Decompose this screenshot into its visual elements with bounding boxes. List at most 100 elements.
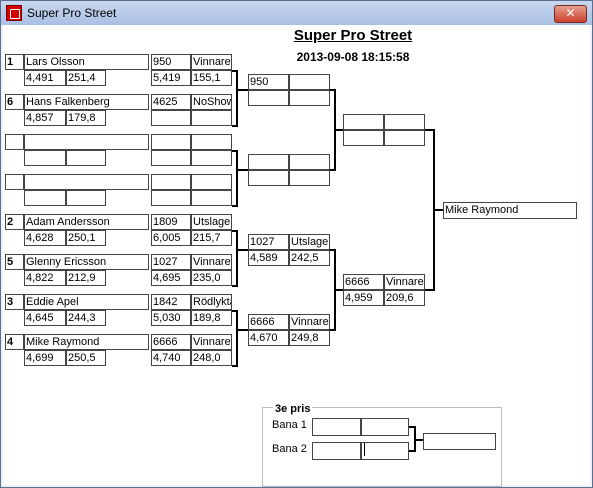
bracket-connector: [236, 310, 238, 367]
speed-cell[interactable]: 251,4: [66, 70, 106, 86]
result-cell[interactable]: Vinnare: [384, 274, 425, 290]
seed-box: 2: [5, 214, 24, 230]
reaction-time-cell[interactable]: 4,822: [24, 270, 66, 286]
winner-name-cell[interactable]: Mike Raymond: [443, 202, 577, 219]
elapsed-time-cell[interactable]: 5,030: [151, 310, 191, 326]
driver-name-cell[interactable]: Mike Raymond: [24, 334, 149, 350]
elapsed-time-cell[interactable]: [343, 130, 384, 146]
trap-speed-cell[interactable]: [384, 130, 425, 146]
elapsed-time-cell[interactable]: 4,959: [343, 290, 384, 306]
result-cell[interactable]: [384, 114, 425, 130]
reaction-time-cell[interactable]: 4,628: [24, 230, 66, 246]
car-number-cell[interactable]: 4625: [151, 94, 191, 110]
result-cell[interactable]: [191, 134, 232, 150]
result-cell[interactable]: [191, 174, 232, 190]
result-cell[interactable]: Utslagen: [289, 234, 330, 250]
lane2-label: Bana 2: [272, 443, 307, 455]
result-cell[interactable]: [289, 154, 330, 170]
speed-cell[interactable]: [66, 150, 106, 166]
elapsed-time-cell[interactable]: 6,005: [151, 230, 191, 246]
result-cell[interactable]: Rödlykta: [191, 294, 232, 310]
trap-speed-cell[interactable]: 235,0: [191, 270, 232, 286]
trap-speed-cell[interactable]: 155,1: [191, 70, 232, 86]
seed-box: 6: [5, 94, 24, 110]
trap-speed-cell[interactable]: [191, 150, 232, 166]
trap-speed-cell[interactable]: 249,8: [289, 330, 330, 346]
result-cell[interactable]: Vinnare: [191, 54, 232, 70]
speed-cell[interactable]: 250,1: [66, 230, 106, 246]
result-cell[interactable]: NoShow: [191, 94, 232, 110]
bracket-connector: [236, 169, 248, 171]
car-number-cell[interactable]: 1842: [151, 294, 191, 310]
result-cell[interactable]: Vinnare: [191, 334, 232, 350]
result-cell[interactable]: Vinnare: [289, 314, 330, 330]
trap-speed-cell[interactable]: 189,8: [191, 310, 232, 326]
lane2-result-cell[interactable]: [361, 442, 409, 460]
driver-name-cell[interactable]: Eddie Apel: [24, 294, 149, 310]
elapsed-time-cell[interactable]: [248, 90, 289, 106]
driver-name-cell[interactable]: [24, 134, 149, 150]
speed-cell[interactable]: [66, 190, 106, 206]
elapsed-time-cell[interactable]: [151, 190, 191, 206]
driver-name-cell[interactable]: [24, 174, 149, 190]
car-number-cell[interactable]: [248, 154, 289, 170]
lane2-number-cell[interactable]: [312, 442, 361, 460]
title-bar[interactable]: Super Pro Street ✕: [1, 1, 592, 25]
car-number-cell[interactable]: 6666: [151, 334, 191, 350]
trap-speed-cell[interactable]: 248,0: [191, 350, 232, 366]
bracket-connector: [330, 249, 336, 251]
trap-speed-cell[interactable]: 242,5: [289, 250, 330, 266]
driver-name-cell[interactable]: Hans Falkenberg: [24, 94, 149, 110]
elapsed-time-cell[interactable]: 4,670: [248, 330, 289, 346]
driver-name-cell[interactable]: Adam Andersson: [24, 214, 149, 230]
reaction-time-cell[interactable]: 4,645: [24, 310, 66, 326]
reaction-time-cell[interactable]: 4,699: [24, 350, 66, 366]
bracket-connector: [425, 129, 435, 131]
result-cell[interactable]: Vinnare: [191, 254, 232, 270]
result-cell[interactable]: Utslagen: [191, 214, 232, 230]
car-number-cell[interactable]: [343, 114, 384, 130]
third-place-winner-cell[interactable]: [423, 433, 496, 450]
car-number-cell[interactable]: [151, 174, 191, 190]
car-number-cell[interactable]: 1027: [248, 234, 289, 250]
bracket-connector: [232, 230, 238, 232]
car-number-cell[interactable]: [151, 134, 191, 150]
elapsed-time-cell[interactable]: [248, 170, 289, 186]
trap-speed-cell[interactable]: [191, 190, 232, 206]
car-number-cell[interactable]: 950: [248, 74, 289, 90]
trap-speed-cell[interactable]: [289, 170, 330, 186]
result-cell[interactable]: [289, 74, 330, 90]
car-number-cell[interactable]: 6666: [343, 274, 384, 290]
bracket-area: Super Pro Street 2013-09-08 18:15:58 1 L…: [3, 25, 590, 487]
trap-speed-cell[interactable]: [191, 110, 232, 126]
driver-name-cell[interactable]: Lars Olsson: [24, 54, 149, 70]
reaction-time-cell[interactable]: 4,857: [24, 110, 66, 126]
elapsed-time-cell[interactable]: 4,695: [151, 270, 191, 286]
elapsed-time-cell[interactable]: [151, 150, 191, 166]
speed-cell[interactable]: 244,3: [66, 310, 106, 326]
bracket-connector: [330, 89, 336, 91]
elapsed-time-cell[interactable]: 4,740: [151, 350, 191, 366]
trap-speed-cell[interactable]: [289, 90, 330, 106]
reaction-time-cell[interactable]: [24, 190, 66, 206]
car-number-cell[interactable]: 950: [151, 54, 191, 70]
close-button[interactable]: ✕: [554, 5, 587, 23]
car-number-cell[interactable]: 6666: [248, 314, 289, 330]
car-number-cell[interactable]: 1809: [151, 214, 191, 230]
page-datetime: 2013-09-08 18:15:58: [296, 50, 410, 64]
reaction-time-cell[interactable]: [24, 150, 66, 166]
lane1-result-cell[interactable]: [361, 418, 409, 436]
elapsed-time-cell[interactable]: 5,419: [151, 70, 191, 86]
trap-speed-cell[interactable]: 209,6: [384, 290, 425, 306]
seed-box: 1: [5, 54, 24, 70]
speed-cell[interactable]: 250,5: [66, 350, 106, 366]
lane1-number-cell[interactable]: [312, 418, 361, 436]
driver-name-cell[interactable]: Glenny Ericsson: [24, 254, 149, 270]
speed-cell[interactable]: 179,8: [66, 110, 106, 126]
trap-speed-cell[interactable]: 215,7: [191, 230, 232, 246]
elapsed-time-cell[interactable]: [151, 110, 191, 126]
elapsed-time-cell[interactable]: 4,589: [248, 250, 289, 266]
speed-cell[interactable]: 212,9: [66, 270, 106, 286]
reaction-time-cell[interactable]: 4,491: [24, 70, 66, 86]
car-number-cell[interactable]: 1027: [151, 254, 191, 270]
